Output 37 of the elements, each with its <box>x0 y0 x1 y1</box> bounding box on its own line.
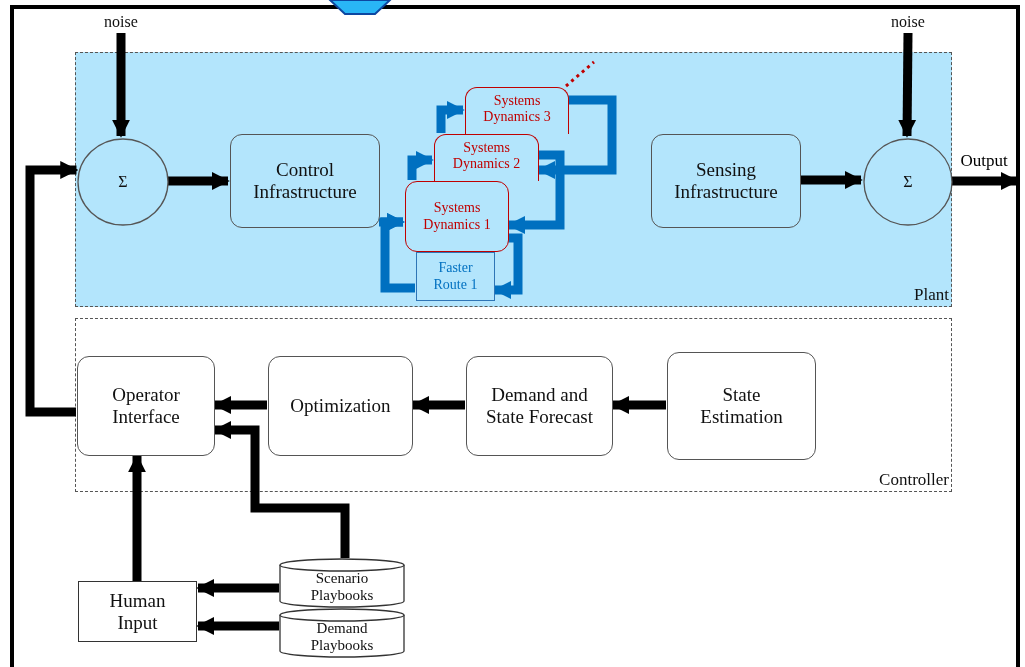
summing-junction <box>77 138 169 226</box>
node-label: Demand and State Forecast <box>484 384 595 428</box>
node-label: State Estimation <box>699 384 784 428</box>
node-label: Systems Dynamics 1 <box>422 200 492 233</box>
process-box <box>77 356 215 456</box>
process-box <box>268 356 413 456</box>
noise-label: noise <box>104 12 138 32</box>
route-box <box>416 252 495 301</box>
node-label: Σ <box>118 172 128 192</box>
summing-junction <box>863 138 953 226</box>
database-cylinder <box>279 608 405 658</box>
dynamics-box <box>405 181 509 252</box>
noise-label: noise <box>891 12 925 32</box>
node-label: Optimization <box>290 395 391 417</box>
input-box <box>78 581 197 642</box>
node-label: Systems Dynamics 3 <box>482 93 552 126</box>
dynamics-box <box>434 134 539 181</box>
process-box <box>651 134 801 228</box>
node-label: Operator Interface <box>111 384 181 428</box>
database-cylinder <box>279 558 405 608</box>
node-label: Human Input <box>108 589 167 634</box>
node-label: Control Infrastructure <box>252 159 358 203</box>
region-panel <box>75 52 952 307</box>
node-label: Σ <box>903 172 913 192</box>
process-box <box>230 134 380 228</box>
dynamics-box <box>465 87 569 134</box>
region-panel <box>75 318 952 492</box>
process-box <box>466 356 613 456</box>
edge-label: Output <box>959 151 1009 171</box>
node-label: Faster Route 1 <box>432 260 479 293</box>
node-label: Demand Playbooks <box>309 619 375 655</box>
region-label: Plant <box>914 285 949 305</box>
node-label: Scenario Playbooks <box>309 569 375 605</box>
node-label: Sensing Infrastructure <box>673 159 779 203</box>
process-box <box>667 352 816 460</box>
node-label: Systems Dynamics 2 <box>451 140 522 173</box>
region-label: Controller <box>879 470 949 490</box>
